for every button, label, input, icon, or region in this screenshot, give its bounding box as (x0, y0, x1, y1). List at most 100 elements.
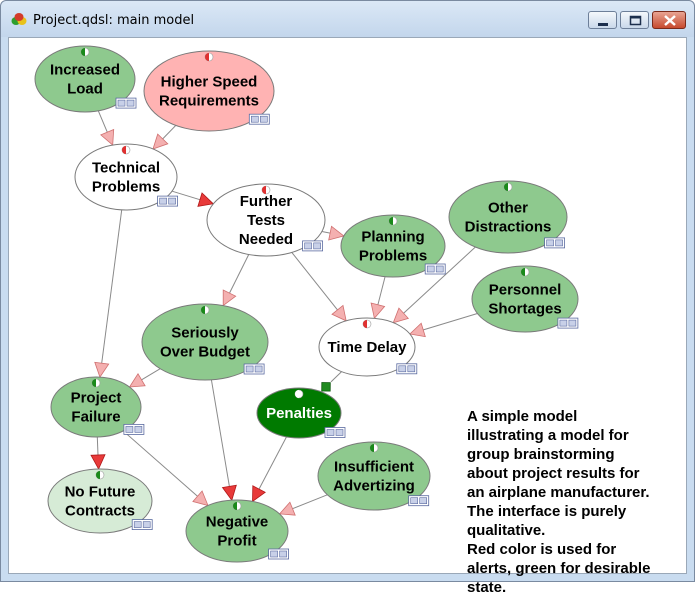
edge-arrowhead (370, 302, 386, 320)
edge-diamond-marker (321, 382, 331, 392)
node-panel-icon[interactable] (243, 363, 265, 375)
node-ellipse (206, 183, 326, 257)
app-icon (11, 13, 27, 25)
state-indicator-icon (204, 52, 214, 62)
edge-further-tests-needed-to-time-delay[interactable] (291, 252, 347, 322)
edge-seriously-over-budget-to-project-failure[interactable] (128, 368, 161, 388)
edge-further-tests-needed-to-planning-problems[interactable] (321, 225, 345, 241)
close-button[interactable] (652, 11, 686, 29)
node-panel-icon[interactable] (544, 237, 565, 249)
edge-line (291, 252, 338, 311)
node-panel-icon[interactable] (424, 263, 446, 275)
node-panel-icon[interactable] (408, 495, 430, 507)
edge-technical-problems-to-project-failure[interactable] (94, 209, 123, 378)
node-ellipse (141, 303, 269, 381)
edge-line (258, 436, 287, 490)
edge-project-failure-to-no-future-contracts[interactable] (90, 436, 106, 470)
edge-line (210, 379, 230, 487)
edge-insufficient-advertizing-to-negative-profit[interactable] (278, 494, 328, 516)
state-indicator-icon (261, 185, 271, 195)
node-panel-icon[interactable] (302, 240, 324, 252)
node-ellipse (34, 45, 136, 113)
edge-project-failure-to-negative-profit[interactable] (122, 430, 209, 507)
edge-arrowhead (222, 289, 237, 307)
edge-arrowhead (252, 485, 266, 503)
node-panel-icon[interactable] (123, 423, 145, 435)
edge-line (292, 494, 328, 510)
edge-line (141, 368, 161, 381)
node-panel-icon[interactable] (396, 363, 418, 375)
edge-line (321, 231, 331, 234)
title-bar[interactable]: Project.qdsl: main model (1, 1, 694, 37)
node-ellipse (471, 265, 579, 333)
node-panel-icon[interactable] (115, 97, 137, 109)
edge-line (423, 313, 478, 331)
minimize-button[interactable] (588, 11, 617, 29)
edge-time-delay-to-penalties[interactable] (321, 371, 342, 392)
close-icon (664, 15, 676, 26)
edge-penalties-to-negative-profit[interactable] (252, 436, 287, 503)
node-panel-icon[interactable] (268, 548, 290, 560)
node-panel-icon[interactable] (157, 195, 179, 207)
state-indicator-icon (80, 47, 90, 57)
edge-further-tests-needed-to-seriously-over-budget[interactable] (222, 254, 250, 307)
node-penalties[interactable]: Penalties (256, 387, 346, 439)
state-indicator-icon (503, 182, 513, 192)
edge-arrowhead (152, 133, 169, 150)
edge-line (403, 246, 476, 314)
edge-other-distractions-to-time-delay[interactable] (392, 246, 476, 324)
node-ellipse (143, 50, 275, 132)
node-ellipse (185, 499, 289, 563)
node-ellipse (47, 468, 153, 534)
edge-personnel-shortages-to-time-delay[interactable] (409, 313, 478, 338)
edge-line (97, 110, 108, 133)
edge-technical-problems-to-further-tests-needed[interactable] (171, 190, 215, 207)
maximize-button[interactable] (620, 11, 649, 29)
window-title: Project.qdsl: main model (33, 13, 195, 28)
edge-arrowhead (392, 307, 410, 324)
edge-increased-load-to-technical-problems[interactable] (97, 110, 115, 146)
edge-line (96, 436, 99, 456)
node-panel-icon[interactable] (248, 113, 270, 125)
node-time-delay[interactable]: Time Delay (318, 317, 418, 377)
edge-arrowhead (221, 484, 237, 502)
edge-higher-speed-requirements-to-technical-problems[interactable] (152, 125, 177, 150)
edge-line (377, 276, 386, 305)
state-indicator-icon (520, 267, 530, 277)
node-panel-icon[interactable] (557, 317, 579, 329)
edge-arrowhead (409, 322, 426, 338)
node-ellipse (340, 214, 446, 278)
node-panel-icon[interactable] (131, 519, 153, 531)
edge-seriously-over-budget-to-negative-profit[interactable] (210, 379, 237, 502)
edge-arrowhead (197, 192, 215, 207)
edge-line (101, 209, 123, 364)
edge-planning-problems-to-time-delay[interactable] (370, 276, 386, 320)
node-ellipse (317, 441, 431, 511)
edge-arrowhead (331, 304, 347, 322)
edge-line (162, 125, 177, 140)
node-ellipse (448, 180, 568, 254)
state-indicator-icon (200, 305, 210, 315)
node-panel-icon[interactable] (324, 427, 346, 438)
node-ellipse (318, 317, 416, 377)
